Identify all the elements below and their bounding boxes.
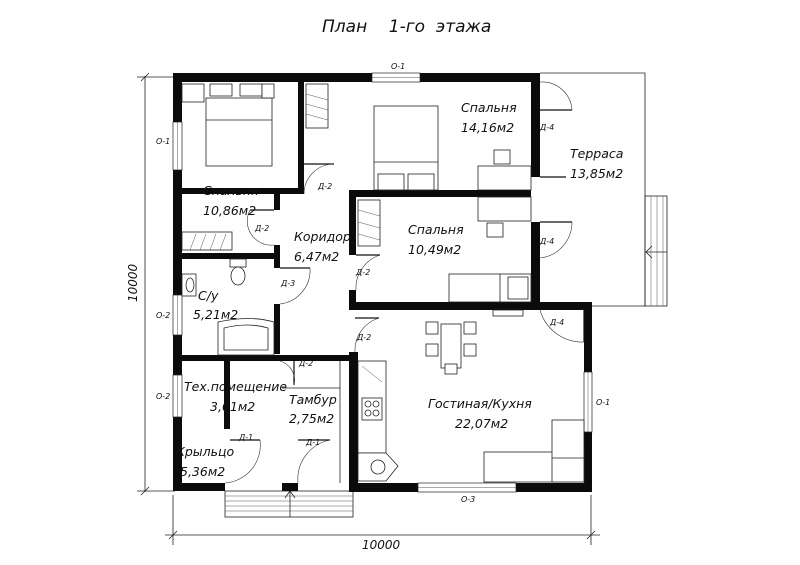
bed-top bbox=[373, 105, 439, 191]
bed-mid bbox=[448, 273, 532, 303]
room-living-area: 22,07м2 bbox=[455, 416, 508, 431]
room-bedroom-top-area: 14,16м2 bbox=[461, 120, 514, 135]
porch-steps bbox=[224, 490, 354, 518]
room-tech-area: 3,61м2 bbox=[210, 399, 255, 414]
dimension-horizontal: 10000 bbox=[362, 538, 401, 552]
door-label-bedroom-mid: Д-2 bbox=[355, 268, 370, 277]
sofa bbox=[483, 419, 585, 483]
toilet bbox=[229, 258, 247, 286]
desk-mid bbox=[477, 196, 532, 238]
bed-left bbox=[181, 83, 275, 167]
door-label-terrace-lower: Д-4 bbox=[539, 237, 554, 246]
room-bedroom-top-name: Спальня bbox=[461, 100, 517, 115]
windows bbox=[172, 72, 593, 493]
tv-unit bbox=[492, 309, 524, 317]
window-label-left-bath: О-2 bbox=[156, 311, 170, 320]
wardrobe-mid bbox=[357, 199, 381, 247]
plan-title: План 1-го этажа bbox=[322, 17, 491, 37]
room-bedroom-mid-area: 10,49м2 bbox=[408, 242, 461, 257]
room-bathroom-area: 5,21м2 bbox=[193, 307, 238, 322]
door-label-entrance-tech: Д-1 bbox=[238, 433, 253, 442]
dining-set bbox=[425, 321, 477, 375]
room-tech-name: Тех.помещение bbox=[184, 379, 287, 394]
window-label-bottom-living: О-3 bbox=[461, 495, 475, 504]
room-porch-area: 5,36м2 bbox=[180, 464, 225, 479]
doors bbox=[224, 81, 585, 484]
door-label-vestibule-inner: Д-2 bbox=[298, 359, 313, 368]
window-label-left-bedroom: О-1 bbox=[156, 137, 170, 146]
wardrobe-left bbox=[181, 231, 233, 251]
window-label-left-tech: О-2 bbox=[156, 392, 170, 401]
room-bathroom-name: С/у bbox=[198, 288, 219, 303]
room-bedroom-left-name: Спальня bbox=[203, 183, 259, 198]
room-terrace-area: 13,85м2 bbox=[570, 166, 623, 181]
room-corridor-area: 6,47м2 bbox=[294, 249, 339, 264]
door-label-living-terrace: Д-4 bbox=[549, 318, 564, 327]
door-label-bedroom-left: Д-2 bbox=[254, 224, 269, 233]
dimension-vertical: 10000 bbox=[126, 263, 140, 302]
room-bedroom-mid-name: Спальня bbox=[408, 222, 464, 237]
room-porch-name: Крыльцо bbox=[176, 444, 235, 459]
room-corridor-name: Коридор bbox=[294, 229, 351, 244]
room-bedroom-left-area: 10,86м2 bbox=[203, 203, 256, 218]
desk-top bbox=[477, 149, 532, 191]
dimension-lines bbox=[137, 72, 600, 545]
bathtub bbox=[217, 318, 275, 356]
room-vestibule-name: Тамбур bbox=[289, 392, 337, 407]
door-label-terrace-upper: Д-4 bbox=[539, 123, 554, 132]
door-label-entrance-main: Д-1 bbox=[305, 438, 320, 447]
window-label-top: О-1 bbox=[391, 62, 405, 71]
door-label-bathroom: Д-3 bbox=[280, 279, 295, 288]
room-living-name: Гостиная/Кухня bbox=[428, 396, 532, 411]
room-terrace-name: Терраса bbox=[570, 146, 623, 161]
sink bbox=[181, 273, 197, 297]
room-vestibule-area: 2,75м2 bbox=[289, 411, 334, 426]
door-label-bedroom-top: Д-2 bbox=[317, 182, 332, 191]
door-label-living: Д-2 bbox=[356, 333, 371, 342]
window-label-right-living: О-1 bbox=[596, 398, 610, 407]
terrace-outline bbox=[540, 72, 668, 307]
kitchen-counter bbox=[357, 360, 399, 482]
wardrobe-top bbox=[305, 83, 329, 129]
